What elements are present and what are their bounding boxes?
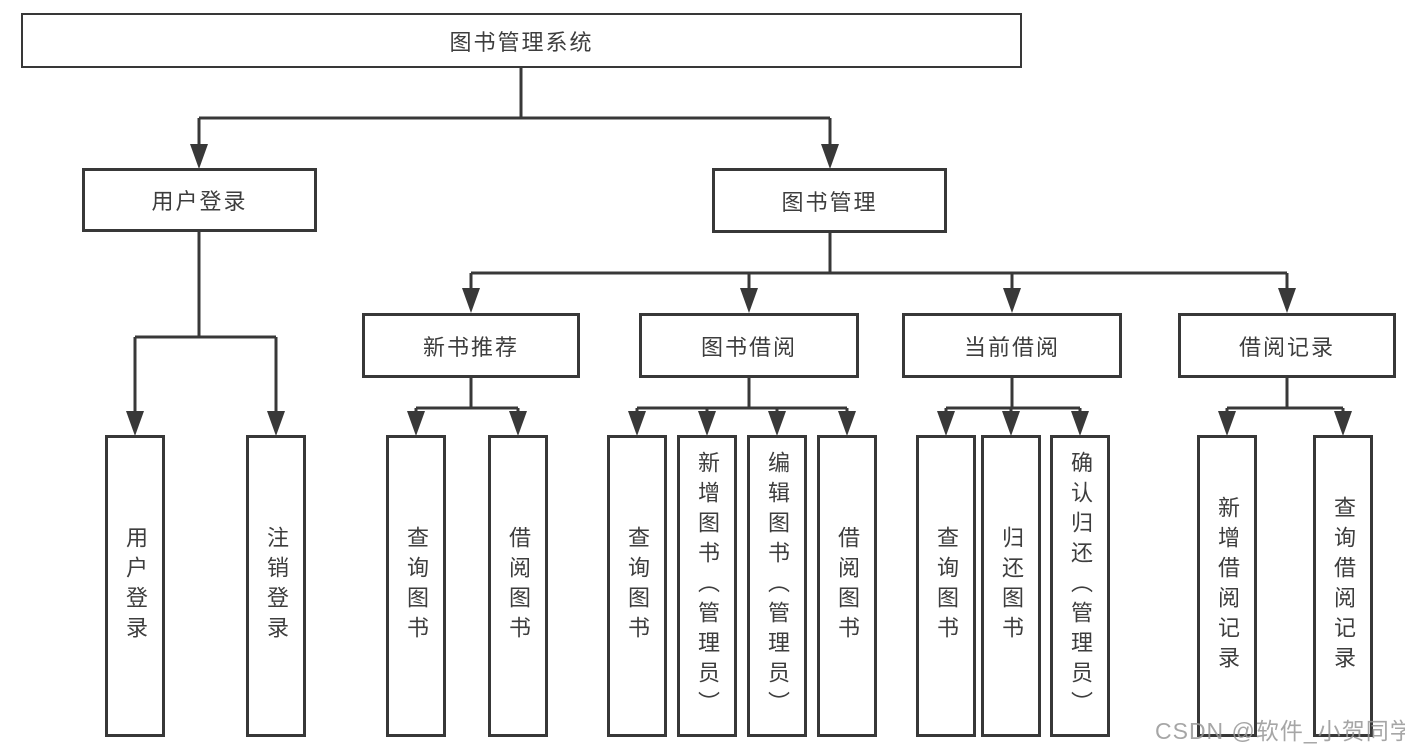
leaf-edit-books-admin: 编辑图书（管理员） (747, 435, 807, 737)
leaf-borrow-books: 借阅图书 (817, 435, 877, 737)
leaf-return-books: 归还图书 (981, 435, 1041, 737)
leaf-query-books-current: 查询图书 (916, 435, 976, 737)
leaf-logout: 注销登录 (246, 435, 306, 737)
node-new-book-recommend: 新书推荐 (362, 313, 580, 378)
node-book-borrow: 图书借阅 (639, 313, 859, 378)
leaf-query-books-borrow: 查询图书 (607, 435, 667, 737)
leaf-add-books-admin: 新增图书（管理员） (677, 435, 737, 737)
leaf-borrow-books-recommend: 借阅图书 (488, 435, 548, 737)
leaf-user-login: 用户登录 (105, 435, 165, 737)
node-current-borrow: 当前借阅 (902, 313, 1122, 378)
node-library-management-system: 图书管理系统 (21, 13, 1022, 68)
csdn-watermark: CSDN @软件_小贺同学 (1155, 718, 1405, 744)
leaf-query-borrow-record: 查询借阅记录 (1313, 435, 1373, 737)
leaf-add-borrow-record: 新增借阅记录 (1197, 435, 1257, 737)
node-user-login: 用户登录 (82, 168, 317, 232)
leaf-confirm-return-admin: 确认归还（管理员） (1050, 435, 1110, 737)
leaf-query-books-recommend: 查询图书 (386, 435, 446, 737)
node-book-management: 图书管理 (712, 168, 947, 233)
node-borrow-records: 借阅记录 (1178, 313, 1396, 378)
